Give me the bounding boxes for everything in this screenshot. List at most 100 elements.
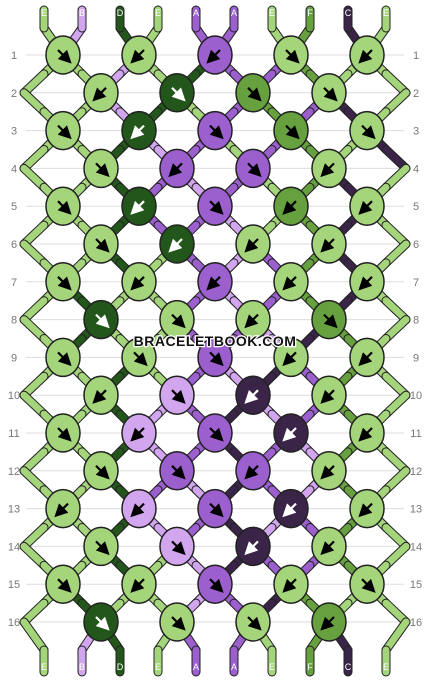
knot: [159, 375, 195, 415]
arrow-down-right-icon: [57, 578, 72, 593]
arrow-down-right-icon: [133, 351, 148, 367]
arrow-down-right-icon: [209, 578, 224, 593]
arrow-down-left-icon: [320, 238, 335, 253]
top-strand-label: D: [117, 8, 124, 18]
arrow-down-right-icon: [171, 87, 186, 102]
knot: [159, 526, 195, 567]
bottom-strand-label: D: [117, 662, 124, 672]
knot: [349, 488, 385, 529]
knot: [273, 110, 309, 151]
arrow-down-left-icon: [54, 502, 69, 518]
arrow-down-left-icon: [244, 389, 259, 404]
arrow-down-right-icon: [323, 313, 338, 329]
knot: [235, 148, 271, 189]
row-number-right: 13: [410, 504, 422, 516]
strand-segment: [20, 542, 48, 569]
knot: [45, 110, 81, 151]
arrow-down-right-icon: [285, 124, 300, 140]
strand-segment: [20, 391, 48, 418]
arrow-down-left-icon: [320, 162, 335, 178]
arrow-down-right-icon: [95, 465, 110, 480]
arrow-down-left-icon: [282, 351, 297, 367]
top-strand-label: A: [193, 8, 199, 18]
knot: [349, 337, 385, 378]
knot: [45, 186, 81, 226]
strand-segment: [20, 240, 48, 267]
knot: [83, 73, 119, 113]
arrow-down-left-icon: [244, 238, 259, 253]
knot: [311, 602, 347, 642]
knot: [273, 262, 309, 302]
knot: [45, 337, 81, 378]
knot: [349, 262, 385, 302]
arrow-down-left-icon: [282, 427, 297, 442]
strand-segment: [20, 70, 48, 97]
knot-grid: [45, 35, 385, 642]
knot: [45, 35, 81, 75]
arrow-down-left-icon: [320, 616, 335, 631]
row-number-right: 7: [413, 277, 419, 289]
row-number-right: 5: [413, 201, 419, 213]
row-number-right: 6: [413, 239, 419, 251]
strand-segment: [20, 221, 48, 248]
knot: [311, 451, 347, 491]
arrow-down-left-icon: [130, 502, 145, 518]
knot: [121, 262, 157, 302]
row-number-left: 8: [11, 315, 17, 327]
knot: [235, 602, 271, 642]
arrow-down-left-icon: [320, 389, 335, 404]
knot: [197, 488, 233, 529]
arrow-down-left-icon: [282, 200, 297, 215]
knot: [45, 564, 81, 604]
arrow-down-right-icon: [209, 427, 224, 442]
row-number-left: 12: [8, 466, 20, 478]
arrow-down-right-icon: [361, 124, 376, 140]
bottom-strand-label: A: [193, 662, 199, 672]
bottom-strand-label: F: [307, 662, 313, 672]
knot: [197, 337, 233, 378]
arrow-down-left-icon: [358, 200, 373, 215]
arrow-down-right-icon: [247, 162, 262, 178]
arrow-down-left-icon: [92, 389, 107, 404]
arrow-down-left-icon: [358, 276, 373, 291]
arrow-down-left-icon: [130, 200, 145, 215]
knot: [45, 262, 81, 302]
strand-segment: [20, 599, 48, 626]
knot: [235, 375, 271, 415]
arrow-down-left-icon: [358, 502, 373, 518]
knot: [159, 73, 195, 113]
arrow-down-left-icon: [168, 162, 183, 178]
bottom-strand-label: E: [41, 662, 47, 672]
top-strand-label: E: [41, 8, 47, 18]
top-strand-label: E: [269, 8, 275, 18]
knot: [349, 564, 385, 604]
knot: [83, 526, 119, 567]
arrow-down-right-icon: [209, 351, 224, 367]
knot: [273, 186, 309, 226]
knot: [121, 35, 157, 75]
row-number-left: 9: [11, 352, 17, 364]
knot: [45, 413, 81, 453]
watermark-text: BRACELETBOOK.COM: [134, 333, 297, 349]
arrow-down-left-icon: [168, 238, 183, 253]
arrow-down-left-icon: [206, 276, 221, 291]
strand-segment: [382, 448, 410, 475]
strand-segment: [20, 89, 48, 116]
arrow-down-right-icon: [57, 124, 72, 140]
row-number-right: 1: [413, 50, 419, 62]
knot: [235, 299, 271, 340]
strand-segment: [20, 467, 48, 494]
knot: [197, 564, 233, 604]
arrow-down-right-icon: [95, 313, 110, 329]
row-number-left: 7: [11, 277, 17, 289]
row-number-left: 11: [8, 428, 19, 440]
knot: [311, 375, 347, 415]
bottom-strand-label: A: [231, 662, 237, 672]
row-number-right: 4: [413, 163, 419, 175]
strand-segment: [382, 316, 410, 342]
knot: [159, 451, 195, 491]
row-number-right: 2: [413, 88, 419, 100]
arrow-down-left-icon: [130, 427, 145, 442]
strand-segment: [382, 297, 410, 324]
